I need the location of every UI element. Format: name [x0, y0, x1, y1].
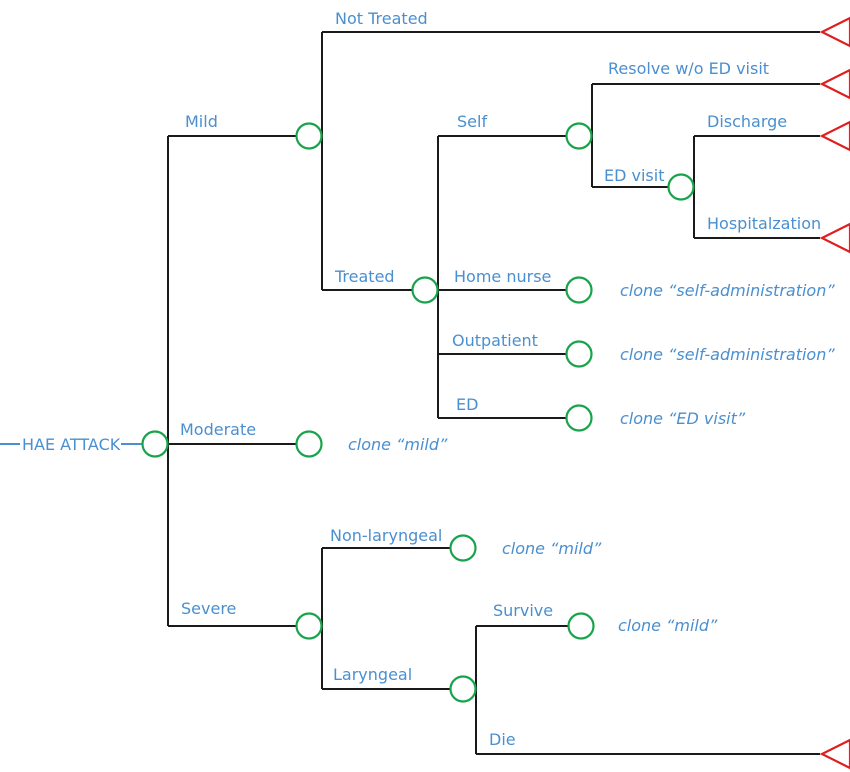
terminal-node-resolve — [819, 68, 850, 100]
chance-node-outpatient — [565, 340, 593, 368]
severe-branches — [321, 547, 450, 690]
chance-node-moderate — [295, 430, 323, 458]
chance-node-ed-visit — [667, 173, 695, 201]
branch-label-laryngeal: Laryngeal — [333, 665, 412, 684]
branch-label-resolve: Resolve w/o ED visit — [608, 59, 769, 78]
chance-node-non-laryngeal — [449, 534, 477, 562]
chance-node-treated — [411, 276, 439, 304]
clone-label-outpatient: clone “self-administration” — [620, 345, 835, 364]
chance-node-home-nurse — [565, 276, 593, 304]
branch-label-discharge: Discharge — [707, 112, 787, 131]
clone-label-survive: clone “mild” — [618, 616, 718, 635]
branch-label-die: Die — [489, 730, 516, 749]
clone-label-moderate: clone “mild” — [348, 435, 448, 454]
clone-label-ed: clone “ED visit” — [620, 409, 746, 428]
branch-label-moderate: Moderate — [180, 420, 256, 439]
branch-label-home-nurse: Home nurse — [454, 267, 551, 286]
chance-node-survive — [567, 612, 595, 640]
laryngeal-branches — [475, 625, 820, 755]
chance-node-root — [141, 430, 169, 458]
terminal-node-die — [819, 738, 850, 770]
root-label: HAE ATTACK — [22, 435, 121, 454]
terminal-node-discharge — [819, 120, 850, 152]
clone-label-home-nurse: clone “self-administration” — [620, 281, 835, 300]
chance-node-mild — [295, 122, 323, 150]
mild-branches — [321, 31, 820, 291]
treated-branches — [437, 135, 566, 419]
chance-node-severe — [295, 612, 323, 640]
branch-label-mild: Mild — [185, 112, 218, 131]
branch-label-not-treated: Not Treated — [335, 9, 428, 28]
terminal-node-hospitalization — [819, 222, 850, 254]
branch-label-ed: ED — [456, 395, 478, 414]
branch-label-hospitalization: Hospitalzation — [707, 214, 821, 233]
branch-label-self: Self — [457, 112, 487, 131]
clone-label-non-laryngeal: clone “mild” — [502, 539, 602, 558]
root-branches — [167, 135, 296, 627]
branch-label-outpatient: Outpatient — [452, 331, 538, 350]
terminal-node-not-treated — [819, 16, 850, 48]
branch-label-non-laryngeal: Non-laryngeal — [330, 526, 442, 545]
branch-label-severe: Severe — [181, 599, 236, 618]
chance-node-laryngeal — [449, 675, 477, 703]
chance-node-ed — [565, 404, 593, 432]
branch-label-treated: Treated — [334, 267, 395, 286]
branch-label-ed-visit: ED visit — [604, 166, 664, 185]
chance-node-self — [565, 122, 593, 150]
branch-label-survive: Survive — [493, 601, 553, 620]
